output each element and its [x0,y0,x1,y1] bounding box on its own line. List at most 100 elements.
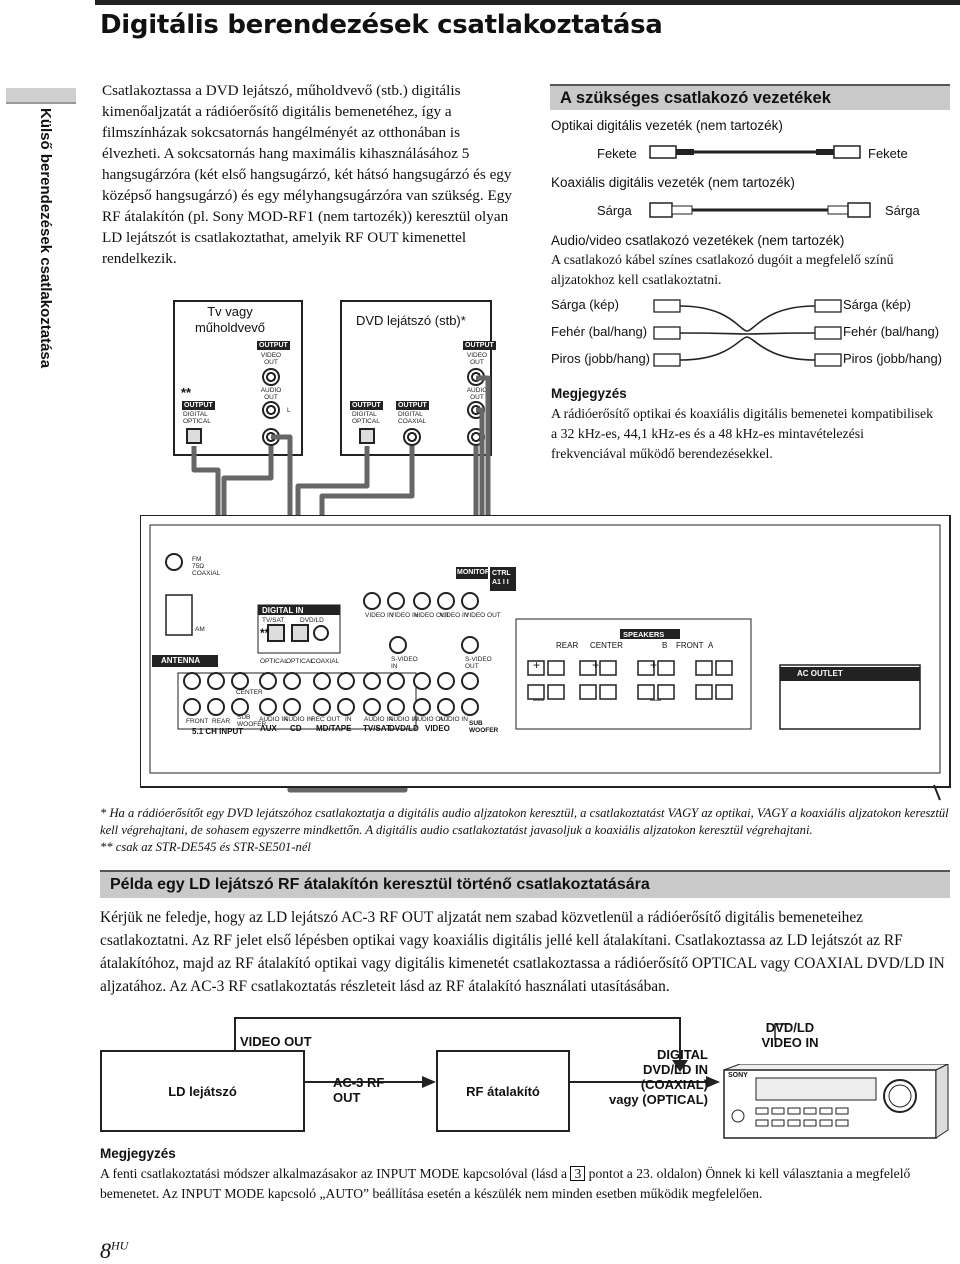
rcv-plus-2: + [592,658,600,672]
page-number-suffix: HU [111,1238,129,1253]
rf-converter-box: RF átalakító [436,1050,570,1132]
flow-connectors [234,1017,790,1088]
flow-video-out-label: VIDEO OUT [240,1034,312,1049]
example-body: Kérjük ne feledje, hogy az LD lejátszó A… [100,909,945,995]
dvd-audio-out-label: AUDIO OUT [466,387,488,401]
tv-audio-out-label: AUDIO OUT [260,387,282,401]
tv-video-out-jack [262,368,280,386]
tv-output-label: OUTPUT [257,341,290,350]
dvd-digital-optical-label: DIGITAL OPTICAL [352,411,380,425]
av-yellow-left: Sárga (kép) [551,297,619,312]
optical-right-label: Fekete [868,146,908,161]
flow-dvd-video-in-label: DVD/LD VIDEO IN [761,1020,819,1050]
rcv-optical-label: OPTICAL [260,658,288,665]
sony-logo: SONY [728,1072,748,1079]
rcv-tv-sat2-label: TV/SAT [363,724,391,733]
cables-header: A szükséges csatlakozó vezetékek [550,84,950,110]
rcv-md-tape-label: MD/TAPE [316,724,352,733]
coaxial-cable-illustration [649,202,871,218]
rcv-in: IN [345,716,352,723]
flow-digital-in-label: DIGITAL DVD/LD IN (COAXIAL) vagy (OPTICA… [609,1047,708,1107]
side-tab-line [6,102,76,104]
rcv-audio-out: AUDIO OUT [413,716,450,723]
rcv-aux-label: AUX [260,724,277,733]
rcv-dvd-ld-label: DVD/LD [300,617,324,624]
optical-cable-title: Optikai digitális vezeték (nem tartozék) [551,118,783,133]
rcv-dvd-ld2-label: DVD/LD [389,724,419,733]
rcv-audio-in-4: AUDIO IN [389,716,418,723]
rcv-center-label: CENTER [590,641,623,650]
rcv-ctrl-label: CTRL A1 I I [492,570,511,586]
step-number-box: 3 [570,1166,586,1181]
optical-left-label: Fekete [597,146,637,161]
footnote-star2: ** csak az STR-DE545 és STR-SE501-nél [100,840,311,854]
rcv-minus-1: — [533,694,544,706]
rcv-star2: ** [260,626,270,640]
rcv-digital-in-label: DIGITAL IN [262,606,304,615]
intro-paragraph: Csatlakoztassa a DVD lejátszó, műholdvev… [102,82,512,267]
rcv-51-input-label: 5.1 CH INPUT [192,727,244,736]
coaxial-cable-title: Koaxiális digitális vezeték (nem tartozé… [551,175,795,190]
coaxial-left-label: Sárga [597,203,632,218]
dvd-digital-coaxial-label: DIGITAL COAXIAL [398,411,427,425]
rcv-video-label: VIDEO [425,724,450,733]
receiver-front-illustration [723,1064,949,1139]
ld-player-label: LD lejátszó [168,1083,237,1099]
footnotes: * Ha a rádióerősítőt egy DVD lejátszóhoz… [100,805,950,856]
rcv-audio-in-1: AUDIO IN [259,716,288,723]
ld-player-box: LD lejátszó [100,1050,305,1132]
side-tab-box [6,88,76,102]
dvd-output-label: OUTPUT [463,341,496,350]
rcv-audio-in-2: AUDIO IN [284,716,313,723]
av-white-right: Fehér (bal/hang) [843,324,940,339]
optical-cable-illustration [649,145,861,159]
rcv-speakers-label: SPEAKERS [623,630,665,639]
rcv-rec-out: REC OUT [311,716,341,723]
rcv-rear-label: REAR [556,641,579,650]
rcv-audio-in-5: AUDIO IN [439,716,468,723]
top-rule [95,0,960,5]
note2-text-b: pontot a 23. oldalon) Önnek ki kell vála… [100,1166,911,1201]
cables-note-title: Megjegyzés [551,386,627,401]
dvd-video-out-label: VIDEO OUT [466,352,488,366]
page-number-value: 8 [100,1238,111,1263]
note2-text-a: A fenti csatlakoztatási módszer alkalmaz… [100,1166,571,1181]
example-header: Példa egy LD lejátszó RF átalakítón kere… [100,870,950,898]
rcv-plus-3: + [650,658,658,672]
cables-note-text: A rádióerősítő optikai és koaxiális digi… [551,406,934,461]
rcv-am-label: AM [195,626,205,633]
dvd-device-label: DVD lejátszó (stb)* [356,313,466,328]
rcv-plus-1: + [533,658,541,672]
av-cable-desc: A csatlakozó kábel színes csatlakozó dug… [551,252,894,287]
coaxial-right-label: Sárga [885,203,920,218]
rcv-b-label: B [662,641,668,650]
tv-digital-optical-label: DIGITAL OPTICAL [183,411,211,425]
rcv-tv-sat-label: TV/SAT [262,617,285,624]
note2-title: Megjegyzés [100,1146,176,1161]
av-red-right: Piros (jobb/hang) [843,351,942,366]
tv-audio-l-jack [262,401,280,419]
rcv-video-in-2: VIDEO IN [390,612,419,619]
tv-optical-output-label: OUTPUT [182,401,215,410]
rcv-s-video-out: S-VIDEO OUT [465,656,492,670]
rcv-front-small: FRONT [186,718,209,725]
receiver-back-panel [140,515,951,801]
rcv-a-label: A [708,641,714,650]
rcv-s-video-in: S-VIDEO IN [391,656,418,670]
rcv-center-small: CENTER [236,689,263,696]
rcv-antenna-label: ANTENNA [161,656,201,665]
rf-converter-label: RF átalakító [466,1083,540,1099]
dvd-coaxial-output-label: OUTPUT [396,401,429,410]
tv-video-out-label: VIDEO OUT [260,352,282,366]
tv-star2: ** [181,385,192,400]
rcv-front-label: FRONT [676,641,704,650]
rcv-video-out-1: VIDEO OUT [414,612,450,619]
rcv-optical-label-2: OPTICAL [286,658,314,665]
rcv-coaxial-label: COAXIAL [311,658,340,665]
rcv-rear-small: REAR [212,718,231,725]
dvd-optical-output-label: OUTPUT [350,401,383,410]
rcv-monitor-label: MONITOR [457,569,490,576]
rcv-cd-label: CD [290,724,302,733]
rcv-subwoofer-label: SUB WOOFER [469,720,499,734]
dvd-optical-jack [359,428,375,444]
